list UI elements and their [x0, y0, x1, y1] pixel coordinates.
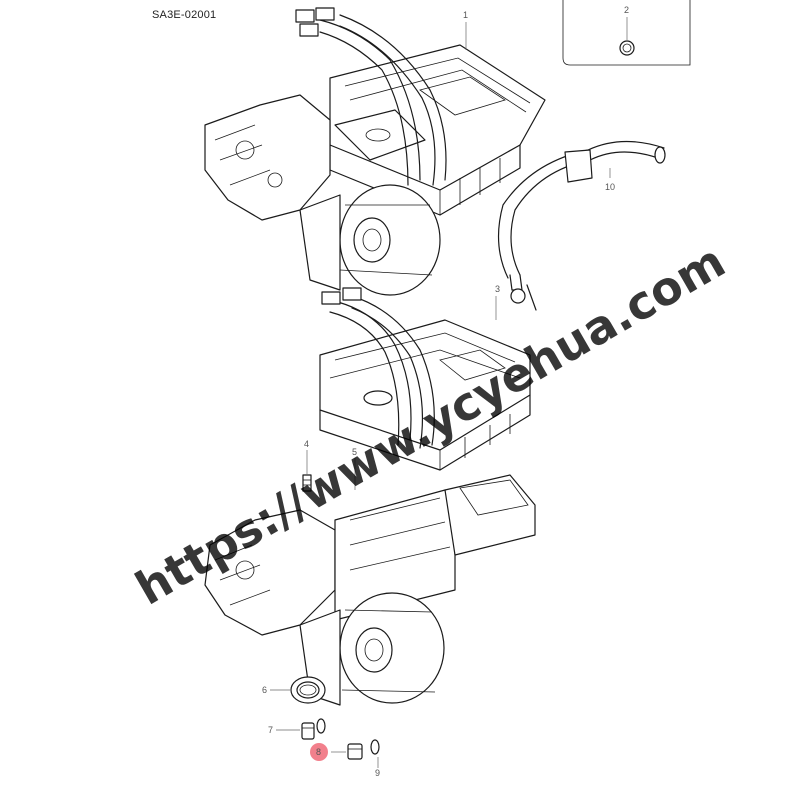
coolant-hose-10	[497, 140, 666, 311]
callout-10[interactable]: 10	[605, 182, 615, 192]
inverter-assembly	[319, 287, 531, 471]
upper-motor-assembly	[204, 7, 546, 296]
callout-3[interactable]: 3	[495, 284, 500, 294]
callout-2[interactable]: 2	[624, 5, 629, 15]
inset-box	[562, 0, 691, 66]
callout-1[interactable]: 1	[463, 10, 468, 20]
callout-8[interactable]: 8	[316, 747, 321, 757]
callout-labels: 1 2 3 4 5 6 7 8 9 10	[262, 5, 629, 778]
drain-plug-8	[347, 739, 380, 760]
callout-leaders	[270, 22, 611, 768]
callout-5[interactable]: 5	[352, 447, 357, 457]
diagram-code: SA3E-02001	[152, 9, 217, 21]
oil-seal-6	[290, 676, 326, 704]
callout-9[interactable]: 9	[375, 768, 380, 778]
callout-6[interactable]: 6	[262, 685, 267, 695]
callout-highlight	[310, 743, 328, 761]
drain-plug-7	[301, 718, 326, 740]
callout-4[interactable]: 4	[304, 439, 309, 449]
callout-7[interactable]: 7	[268, 725, 273, 735]
lower-housing-assembly	[204, 474, 536, 706]
